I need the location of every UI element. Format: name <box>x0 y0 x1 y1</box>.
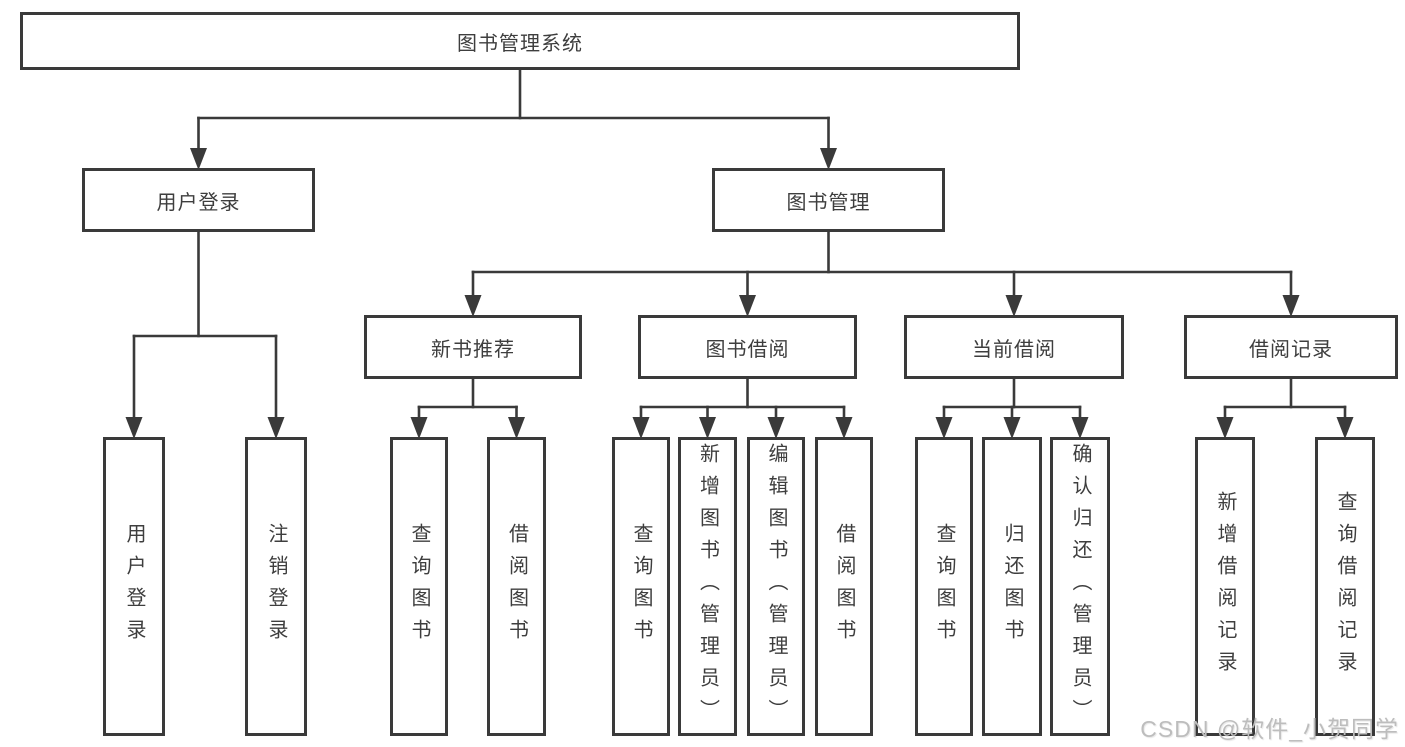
node-label: 新增借阅记录 <box>1214 490 1236 683</box>
node-label: 确认归还（管理员） <box>1069 442 1091 731</box>
node-label: 新增图书（管理员） <box>696 442 719 731</box>
node-label: 图书借阅 <box>705 338 790 361</box>
node-label: 用户登录 <box>123 522 145 651</box>
node-label: 查询图书 <box>408 522 430 651</box>
leaf-recommend-borrow-books: 借阅图书 <box>487 437 546 736</box>
node-current-borrow: 当前借阅 <box>904 315 1124 379</box>
leaf-current-return-books: 归还图书 <box>982 437 1042 736</box>
node-label: 查询借阅记录 <box>1334 490 1356 683</box>
leaf-records-query-record: 查询借阅记录 <box>1315 437 1375 736</box>
node-label: 归还图书 <box>1001 522 1023 651</box>
node-label: 查询图书 <box>630 522 652 651</box>
node-borrow-records: 借阅记录 <box>1184 315 1398 379</box>
leaf-current-query-books: 查询图书 <box>915 437 973 736</box>
node-label: 借阅图书 <box>505 522 528 651</box>
node-label: 借阅记录 <box>1249 338 1333 361</box>
node-library-system: 图书管理系统 <box>20 12 1020 70</box>
node-label: 当前借阅 <box>972 338 1056 361</box>
node-label: 查询图书 <box>933 522 955 651</box>
leaf-borrow-add-books: 新增图书（管理员） <box>678 437 737 736</box>
node-label: 注销登录 <box>265 522 287 651</box>
node-user-login: 用户登录 <box>82 168 315 232</box>
watermark: CSDN @软件_小贺同学 <box>1140 716 1399 742</box>
node-new-book-recommend: 新书推荐 <box>364 315 582 379</box>
leaf-borrow-borrow-books: 借阅图书 <box>815 437 873 736</box>
leaf-recommend-query-books: 查询图书 <box>390 437 448 736</box>
node-label: 新书推荐 <box>431 338 515 361</box>
leaf-borrow-edit-books: 编辑图书（管理员） <box>747 437 805 736</box>
node-label: 图书管理 <box>786 191 871 214</box>
node-book-management: 图书管理 <box>712 168 945 232</box>
node-label: 借阅图书 <box>833 522 855 651</box>
leaf-borrow-query-books: 查询图书 <box>612 437 670 736</box>
node-label: 用户登录 <box>156 191 241 214</box>
leaf-records-add-record: 新增借阅记录 <box>1195 437 1255 736</box>
leaf-logout-login: 注销登录 <box>245 437 307 736</box>
node-book-borrow: 图书借阅 <box>638 315 857 379</box>
leaf-user-login: 用户登录 <box>103 437 165 736</box>
leaf-current-confirm-return: 确认归还（管理员） <box>1050 437 1110 736</box>
node-label: 编辑图书（管理员） <box>765 442 787 731</box>
node-label: 图书管理系统 <box>457 32 583 55</box>
